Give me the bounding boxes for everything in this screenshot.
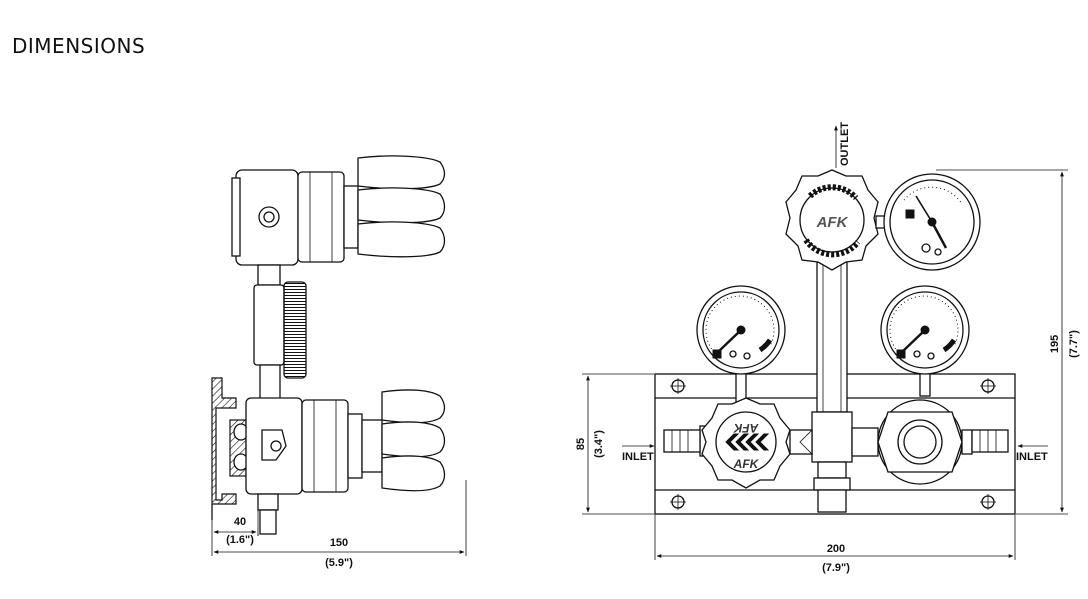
brand-logo-bottom: AFK <box>733 457 760 471</box>
outlet-valve-handwheel: AFK <box>785 169 879 271</box>
dim-depth-in: (1.6") <box>226 534 254 546</box>
brand-logo-top: AFK <box>816 214 849 231</box>
riser-pipe <box>811 261 853 513</box>
front-dimensions <box>582 169 1068 560</box>
direction-chevrons <box>725 433 770 451</box>
dim-width-mm: 150 <box>330 537 348 549</box>
dim-panel-height-in: (3.4") <box>593 430 605 458</box>
mounting-hole-bl <box>670 494 686 510</box>
dim-width-in: (5.9") <box>325 557 353 569</box>
brand-logo-bottom-mirror: AFK <box>732 421 759 435</box>
mounting-hole-br <box>980 494 996 510</box>
outlet-label: OUTLET <box>839 122 851 166</box>
dim-total-height-mm: 195 <box>1049 335 1061 353</box>
outlet-pressure-gauge <box>875 173 981 271</box>
inlet-label-left: INLET <box>622 451 654 463</box>
mounting-hole-tr <box>980 378 996 394</box>
dim-panel-width-mm: 200 <box>827 543 845 555</box>
mounting-hole-tl <box>670 378 686 394</box>
side-stem <box>253 264 307 401</box>
side-top-regulator <box>231 155 446 266</box>
dim-panel-height-mm: 85 <box>575 438 587 450</box>
side-wall-bracket <box>211 377 249 520</box>
front-view: AFK OUTLET <box>575 122 1080 574</box>
handwheel-scale-ticks <box>803 184 861 258</box>
page-title: DIMENSIONS <box>12 34 146 58</box>
side-view: 40 (1.6") 150 (5.9") <box>211 155 467 569</box>
dim-panel-width-in: (7.9") <box>822 562 850 574</box>
side-dimensions <box>211 480 467 556</box>
inlet-regulator-right <box>851 399 1009 485</box>
inlet-label-right: INLET <box>1016 451 1048 463</box>
inlet-pressure-gauge-left <box>696 285 786 403</box>
inlet-valve-handwheel-left: AFK AFK <box>663 397 813 489</box>
dim-depth-mm: 40 <box>234 516 246 528</box>
inlet-pressure-gauge-right <box>880 285 970 397</box>
side-bottom-regulator <box>245 389 446 535</box>
dim-total-height-in: (7.7") <box>1068 330 1080 358</box>
